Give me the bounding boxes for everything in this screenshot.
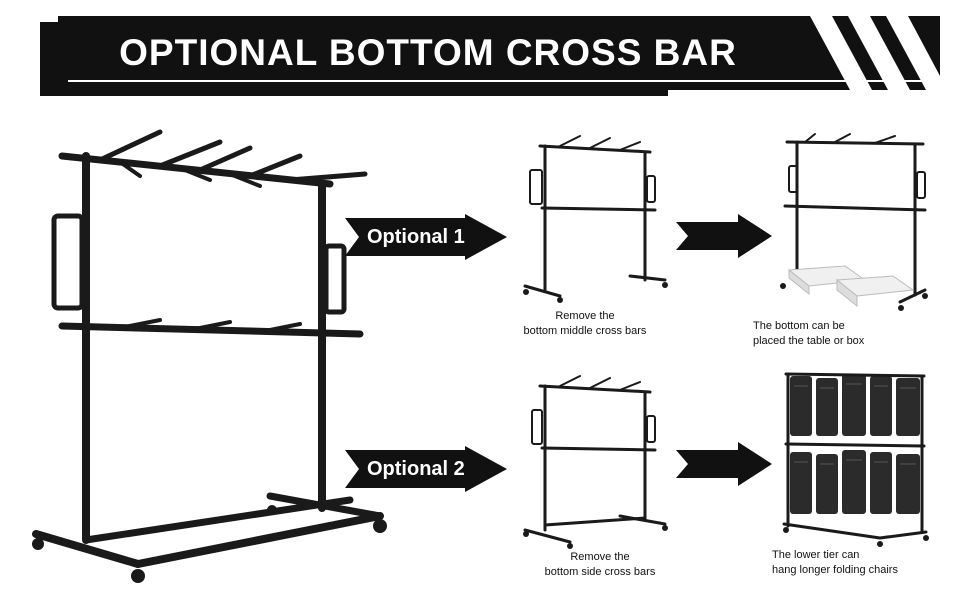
option2-arrow <box>345 446 507 492</box>
option1-arrow <box>345 214 507 260</box>
banner-underline <box>68 80 930 82</box>
page-title: OPTIONAL BOTTOM CROSS BAR <box>119 32 737 73</box>
option1-step2-caption: The bottom can be placed the table or bo… <box>753 320 865 347</box>
option1-step1-caption: Remove the bottom middle cross bars <box>523 310 647 337</box>
option1-next-arrow <box>676 214 772 258</box>
option1-rack-with-table <box>780 133 928 311</box>
main-rack-image <box>32 129 387 583</box>
option2-step1-caption: Remove the bottom side cross bars <box>544 551 656 578</box>
option2-label-wrap: Optional 2 <box>345 446 507 492</box>
option2-label: Optional 2 <box>367 458 465 480</box>
option2-step2-caption: The lower tier can hang longer folding c… <box>772 549 898 576</box>
option1-rack-removed <box>523 135 668 303</box>
option1-label-wrap: Optional 1 <box>345 214 507 260</box>
header-banner: OPTIONAL BOTTOM CROSS BAR <box>58 16 940 90</box>
stripes-decoration <box>810 16 940 90</box>
option2-rack-removed <box>523 375 668 549</box>
option2-next-arrow <box>676 442 772 486</box>
option2-rack-with-chairs <box>782 372 929 547</box>
option1-label: Optional 1 <box>367 226 465 248</box>
